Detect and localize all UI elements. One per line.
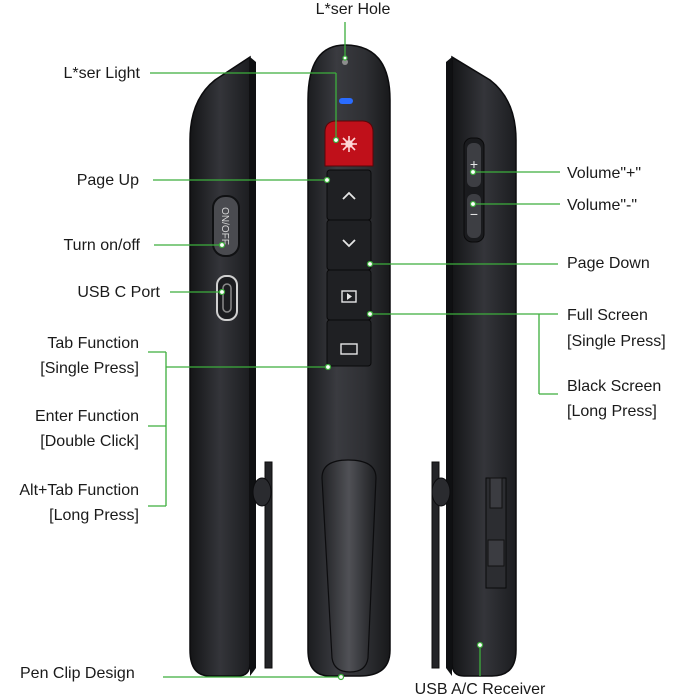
play-triangle — [347, 293, 352, 300]
page-up-button[interactable] — [326, 169, 372, 221]
label-alt-tab: Alt+Tab Function — [19, 482, 139, 499]
label-pen-clip: Pen Clip Design — [20, 665, 135, 682]
label-laser-light: L*ser Light — [64, 65, 141, 82]
usb-c-icon — [222, 283, 232, 313]
left-clip — [264, 461, 273, 669]
chevron-up-icon — [342, 191, 356, 200]
rectangle-icon — [340, 343, 358, 355]
receiver-plug-c — [487, 539, 505, 567]
label-page-up: Page Up — [77, 172, 139, 189]
label-usb-c-port: USB C Port — [77, 284, 160, 301]
leader-dots — [218, 55, 484, 681]
label-black-screen: Black Screen — [567, 378, 661, 395]
power-switch-label: ON/OFF — [219, 207, 230, 245]
front-clip — [321, 459, 377, 673]
tab-button[interactable] — [326, 319, 372, 367]
volume-minus-sign: − — [470, 206, 478, 222]
laser-hole — [342, 59, 348, 65]
label-enter-function: Enter Function — [35, 408, 139, 425]
label-tab-function: Tab Function — [47, 335, 139, 352]
right-clip-bump — [431, 477, 451, 507]
chevron-down-icon — [342, 239, 356, 248]
label-usb-receiver: USB A/C Receiver — [415, 681, 546, 697]
volume-plus-sign: + — [470, 156, 478, 172]
right-clip — [431, 461, 440, 669]
laser-icon — [341, 136, 357, 152]
leader-lines — [148, 22, 560, 678]
label-alt-tab-detail: [Long Press] — [49, 507, 139, 524]
front-view — [307, 44, 391, 677]
label-page-down: Page Down — [567, 255, 650, 272]
label-enter-function-detail: [Double Click] — [40, 433, 139, 450]
labels: L*ser Hole L*ser Light Page Up Turn on/o… — [19, 1, 665, 697]
label-volume-plus: Volume"+" — [567, 165, 641, 182]
receiver-plug-a — [489, 477, 503, 509]
power-switch[interactable] — [212, 195, 240, 257]
label-full-screen-detail: [Single Press] — [567, 333, 666, 350]
label-tab-function-detail: [Single Press] — [40, 360, 139, 377]
label-full-screen: Full Screen — [567, 307, 648, 324]
volume-up-button[interactable] — [467, 143, 481, 187]
play-icon — [341, 290, 357, 303]
usb-c-port[interactable] — [216, 275, 238, 321]
right-side-view: + − — [431, 55, 517, 677]
label-turn-on-off: Turn on/off — [64, 237, 141, 254]
blue-led — [339, 98, 353, 104]
label-laser-hole: L*ser Hole — [316, 1, 391, 18]
right-edge-strip — [446, 57, 452, 676]
left-clip-bump — [252, 477, 272, 507]
label-black-screen-detail: [Long Press] — [567, 403, 657, 420]
label-volume-minus: Volume"-" — [567, 197, 637, 214]
